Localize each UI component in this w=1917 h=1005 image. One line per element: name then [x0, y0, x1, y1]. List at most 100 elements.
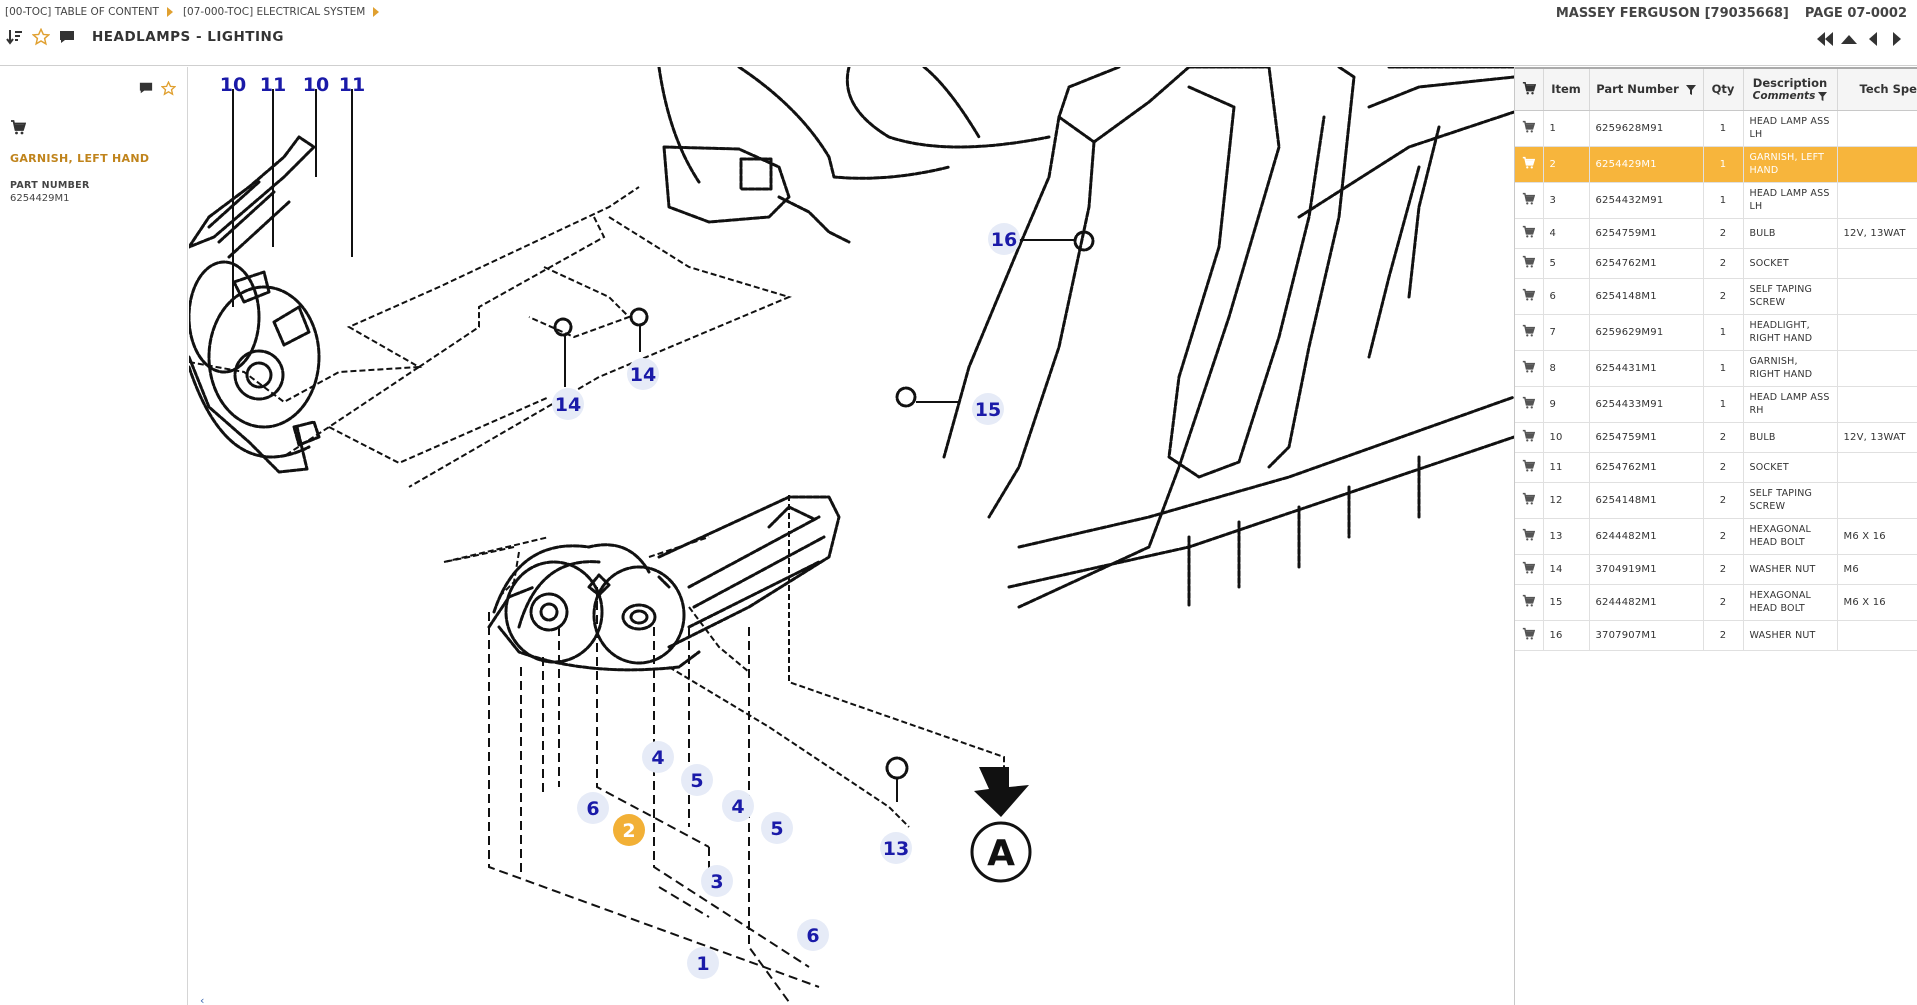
callout-15[interactable]: 15 [972, 393, 1004, 425]
svg-text:6: 6 [586, 798, 599, 820]
comment-icon[interactable] [137, 79, 155, 97]
add-to-cart-icon[interactable] [1515, 110, 1544, 147]
lower-lamp-drawing[interactable] [487, 495, 841, 672]
callout-1[interactable]: 1 [687, 947, 719, 979]
part-number-cell[interactable]: 6254431M1 [1589, 350, 1704, 387]
add-to-cart-icon[interactable] [1515, 218, 1544, 249]
filter-icon[interactable] [1818, 91, 1828, 101]
part-number-cell[interactable]: 6254762M1 [1589, 452, 1704, 483]
callout-4[interactable]: 4 [642, 741, 674, 773]
cart-icon[interactable] [10, 119, 28, 137]
part-number-cell[interactable]: 3704919M1 [1589, 554, 1704, 585]
callout-6[interactable]: 6 [797, 919, 829, 951]
callout-3[interactable]: 3 [701, 865, 733, 897]
item-cell: 1 [1543, 110, 1590, 147]
add-to-cart-icon[interactable] [1515, 314, 1544, 351]
add-to-cart-icon[interactable] [1515, 518, 1544, 555]
part-number-cell[interactable]: 6254433M91 [1589, 386, 1704, 423]
add-to-cart-icon[interactable] [1515, 452, 1544, 483]
part-number-cell[interactable]: 6254432M91 [1589, 182, 1704, 219]
part-number-cell[interactable]: 6254429M1 [1589, 146, 1704, 183]
add-to-cart-icon[interactable] [1515, 422, 1544, 453]
callout-14[interactable]: 14 [552, 388, 584, 420]
star-icon[interactable] [159, 79, 177, 97]
part-number-cell[interactable]: 6254148M1 [1589, 482, 1704, 519]
add-to-cart-icon[interactable] [1515, 482, 1544, 519]
header-info: MASSEY FERGUSON [79035668] PAGE 07-0002 [1556, 6, 1907, 21]
breadcrumb-item-electrical[interactable]: [07-000-TOC] ELECTRICAL SYSTEM [182, 6, 366, 18]
svg-text:10: 10 [303, 74, 329, 96]
collapse-panel-icon[interactable]: ‹ [200, 994, 205, 1005]
description-cell: WASHER NUT [1743, 554, 1838, 585]
qty-cell: 2 [1703, 218, 1744, 249]
add-to-cart-icon[interactable] [1515, 278, 1544, 315]
part-number-cell[interactable]: 6254148M1 [1589, 278, 1704, 315]
callout-10[interactable]: 10 [220, 74, 246, 96]
breadcrumb-item-toc[interactable]: [00-TOC] TABLE OF CONTENT [5, 6, 159, 18]
callout-5[interactable]: 5 [681, 764, 713, 796]
add-to-cart-icon[interactable] [1515, 350, 1544, 387]
qty-column-header[interactable]: Qty [1703, 67, 1744, 111]
comment-icon[interactable] [56, 26, 78, 48]
callout-14[interactable]: 14 [627, 358, 659, 390]
callout-16[interactable]: 16 [988, 223, 1020, 255]
add-to-cart-icon[interactable] [1515, 182, 1544, 219]
callout-4[interactable]: 4 [722, 790, 754, 822]
previous-icon[interactable] [1861, 28, 1885, 50]
part-number-cell[interactable]: 6259628M91 [1589, 110, 1704, 147]
part-number-cell[interactable]: 6254762M1 [1589, 248, 1704, 279]
breadcrumb: [00-TOC] TABLE OF CONTENT [07-000-TOC] E… [5, 6, 389, 18]
part-number-cell[interactable]: 6254759M1 [1589, 422, 1704, 453]
description-column-header[interactable]: Description Comments [1743, 67, 1838, 111]
exploded-diagram[interactable]: A [189, 67, 1514, 1005]
add-to-cart-icon[interactable] [1515, 554, 1544, 585]
next-icon[interactable] [1885, 28, 1909, 50]
callout-11[interactable]: 11 [339, 74, 365, 96]
callout-10[interactable]: 10 [303, 74, 329, 96]
callout-11[interactable]: 11 [260, 74, 286, 96]
svg-text:5: 5 [690, 770, 703, 792]
star-icon[interactable] [30, 26, 52, 48]
part-number-cell[interactable]: 6259629M91 [1589, 314, 1704, 351]
part-number-cell[interactable]: 6244482M1 [1589, 584, 1704, 621]
add-to-cart-icon[interactable] [1515, 620, 1544, 651]
part-number-cell[interactable]: 3707907M1 [1589, 620, 1704, 651]
up-icon[interactable] [1837, 28, 1861, 50]
part-number-header-label: Part Number [1596, 82, 1679, 97]
part-number-cell[interactable]: 6244482M1 [1589, 518, 1704, 555]
sort-icon[interactable] [4, 26, 26, 48]
tech-spec-column-header[interactable]: Tech Spec [1837, 67, 1917, 111]
first-page-icon[interactable] [1813, 28, 1837, 50]
callout-2-selected[interactable]: 2 [613, 814, 645, 846]
lower-mounting-outline [443, 495, 1005, 828]
item-column-header[interactable]: Item [1543, 67, 1590, 111]
callout-5[interactable]: 5 [761, 812, 793, 844]
filter-icon[interactable] [1685, 84, 1696, 95]
add-to-cart-icon[interactable] [1515, 584, 1544, 621]
add-to-cart-icon[interactable] [1515, 248, 1544, 279]
part-number-column-header[interactable]: Part Number [1589, 67, 1704, 111]
tech-spec-cell [1837, 248, 1917, 279]
add-to-cart-icon[interactable] [1515, 146, 1544, 183]
callout-6[interactable]: 6 [577, 792, 609, 824]
add-to-cart-icon[interactable] [1515, 386, 1544, 423]
callout-13[interactable]: 13 [880, 832, 912, 864]
cart-column-header[interactable] [1515, 67, 1544, 111]
part-number-cell[interactable]: 6254759M1 [1589, 218, 1704, 249]
